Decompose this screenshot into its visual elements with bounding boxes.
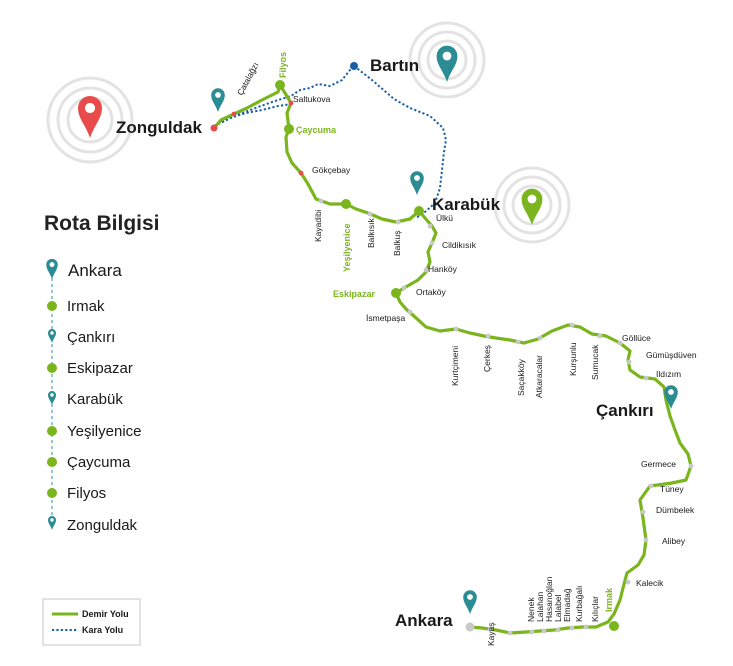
- station-label-sacakkoy: Saçakköy: [516, 358, 526, 396]
- legend-karabuk-pin-icon: [48, 391, 56, 405]
- legend-ankara-pin-icon: [46, 258, 58, 279]
- route-info-title: Rota Bilgisi: [44, 212, 160, 235]
- legend-stop-label: Çaycuma: [67, 454, 131, 471]
- station-label-gumusduven: Gümüşdüven: [646, 350, 697, 360]
- legend-stop-label: Filyos: [67, 485, 106, 502]
- station-label-elmadag: Elmadağ: [562, 588, 572, 622]
- legend-zonguldak-pin-icon: [48, 516, 56, 530]
- karabuk-rings: [493, 166, 571, 244]
- station-label-gokcebay: Gökçebay: [312, 165, 351, 175]
- station-label-ulku: Ülkü: [436, 213, 453, 223]
- station-label-kayadibi: Kayadibi: [313, 209, 323, 242]
- legend-dot: [47, 363, 57, 373]
- city-label-karabuk: Karabük: [432, 195, 501, 214]
- city-label-bartin: Bartın: [370, 56, 419, 75]
- ankara-small-pin-icon: [463, 590, 477, 614]
- station-label-kayas: Kayaş: [486, 622, 496, 646]
- station-label-filyos: Filyos: [278, 52, 288, 78]
- zonguldak-small-pin-icon: [211, 88, 225, 112]
- station-label-ismetpasa: İsmetpaşa: [366, 313, 405, 323]
- rail-line: [212, 83, 693, 635]
- legend-stop-label: Yeşilyenice: [67, 423, 142, 440]
- station-label-ildizim: Ildızım: [656, 369, 681, 379]
- eskipazar-dot: [391, 288, 401, 298]
- legend-dot: [47, 426, 57, 436]
- city-label-zonguldak: Zonguldak: [116, 118, 202, 137]
- station-label-hankoy: Hanköy: [428, 264, 458, 274]
- ankara-station-dot: [465, 622, 475, 632]
- station-label-ortakoy: Ortaköy: [416, 287, 447, 297]
- station-label-sumucak: Sumucak: [590, 344, 600, 380]
- station-label-balkus: Balkuş: [392, 230, 402, 256]
- station-label-atkaracalar: Atkaracalar: [534, 355, 544, 398]
- station-label-caycuma: Çaycuma: [296, 125, 337, 135]
- station-label-saltukova: Saltukova: [293, 94, 331, 104]
- legend-cankiri-pin-icon: [48, 329, 56, 343]
- station-label-catalagzi: Çatalağzı: [235, 61, 261, 97]
- station-label-balkisik: Balkısık: [366, 217, 376, 248]
- legend-stop-label: Karabük: [67, 391, 123, 408]
- line-key: Demir Yolu Kara Yolu: [42, 598, 141, 646]
- bartin-dot: [350, 62, 358, 70]
- station-label-alibey: Alibey: [662, 536, 686, 546]
- road-lines: [213, 65, 448, 219]
- legend-stop-label: Çankırı: [67, 329, 115, 346]
- legend-stop-label: Eskipazar: [67, 360, 133, 377]
- station-label-cerkes: Çerkeş: [482, 345, 492, 372]
- station-label-tuney: Tüney: [660, 484, 684, 494]
- karabuk-small-pin-icon: [410, 171, 424, 195]
- filyos-dot: [275, 80, 285, 90]
- legend-stop-label: Ankara: [68, 261, 122, 280]
- rail-stops: [231, 100, 694, 636]
- station-label-irmak: Irmak: [604, 587, 614, 612]
- station-label-hasanoglan: Hasanoğlan: [544, 576, 554, 622]
- station-label-eskipazar: Eskipazar: [333, 289, 376, 299]
- city-label-cankiri: Çankırı: [596, 401, 654, 420]
- station-label-kalecik: Kalecik: [636, 578, 664, 588]
- karabuk-map-pin-icon: [521, 188, 543, 225]
- key-rail-label: Demir Yolu: [82, 609, 129, 619]
- station-label-nenek: Nenek: [526, 597, 536, 622]
- station-label-yesilyenice: Yeşilyenice: [342, 223, 352, 272]
- station-label-germece: Germece: [641, 459, 676, 469]
- city-label-ankara: Ankara: [395, 611, 453, 630]
- station-label-cildikisik: Cildikısık: [442, 240, 477, 250]
- zonguldak-station-dot: [210, 124, 218, 132]
- station-label-lalabel: Lalabel: [553, 594, 563, 622]
- legend-dot: [47, 301, 57, 311]
- yesilyenice-dot: [341, 199, 351, 209]
- caycuma-dot: [284, 124, 294, 134]
- station-label-kursunlu: Kurşunlu: [568, 342, 578, 376]
- station-label-gollice: Göllüce: [622, 333, 651, 343]
- zonguldak-map-pin-icon: [78, 96, 102, 138]
- karabuk-station-dot: [414, 206, 424, 216]
- legend-dot: [47, 488, 57, 498]
- station-label-kurbagali: Kurbağalı: [574, 586, 584, 622]
- station-label-lalahan: Lalahan: [535, 591, 545, 622]
- station-label-kilicar: Kılıçlar: [590, 596, 600, 622]
- route-info-panel: Rota Bilgisi Ankara Irmak Çankırı Eskipa…: [44, 212, 160, 534]
- key-road-label: Kara Yolu: [82, 625, 123, 635]
- station-label-kurtsimeni: Kurtçimeni: [450, 346, 460, 386]
- station-label-dumbelek: Dümbelek: [656, 505, 695, 515]
- legend-stop-label: Zonguldak: [67, 517, 138, 534]
- legend-stop-label: Irmak: [67, 298, 105, 315]
- irmak-dot: [609, 621, 619, 631]
- legend-dot: [47, 457, 57, 467]
